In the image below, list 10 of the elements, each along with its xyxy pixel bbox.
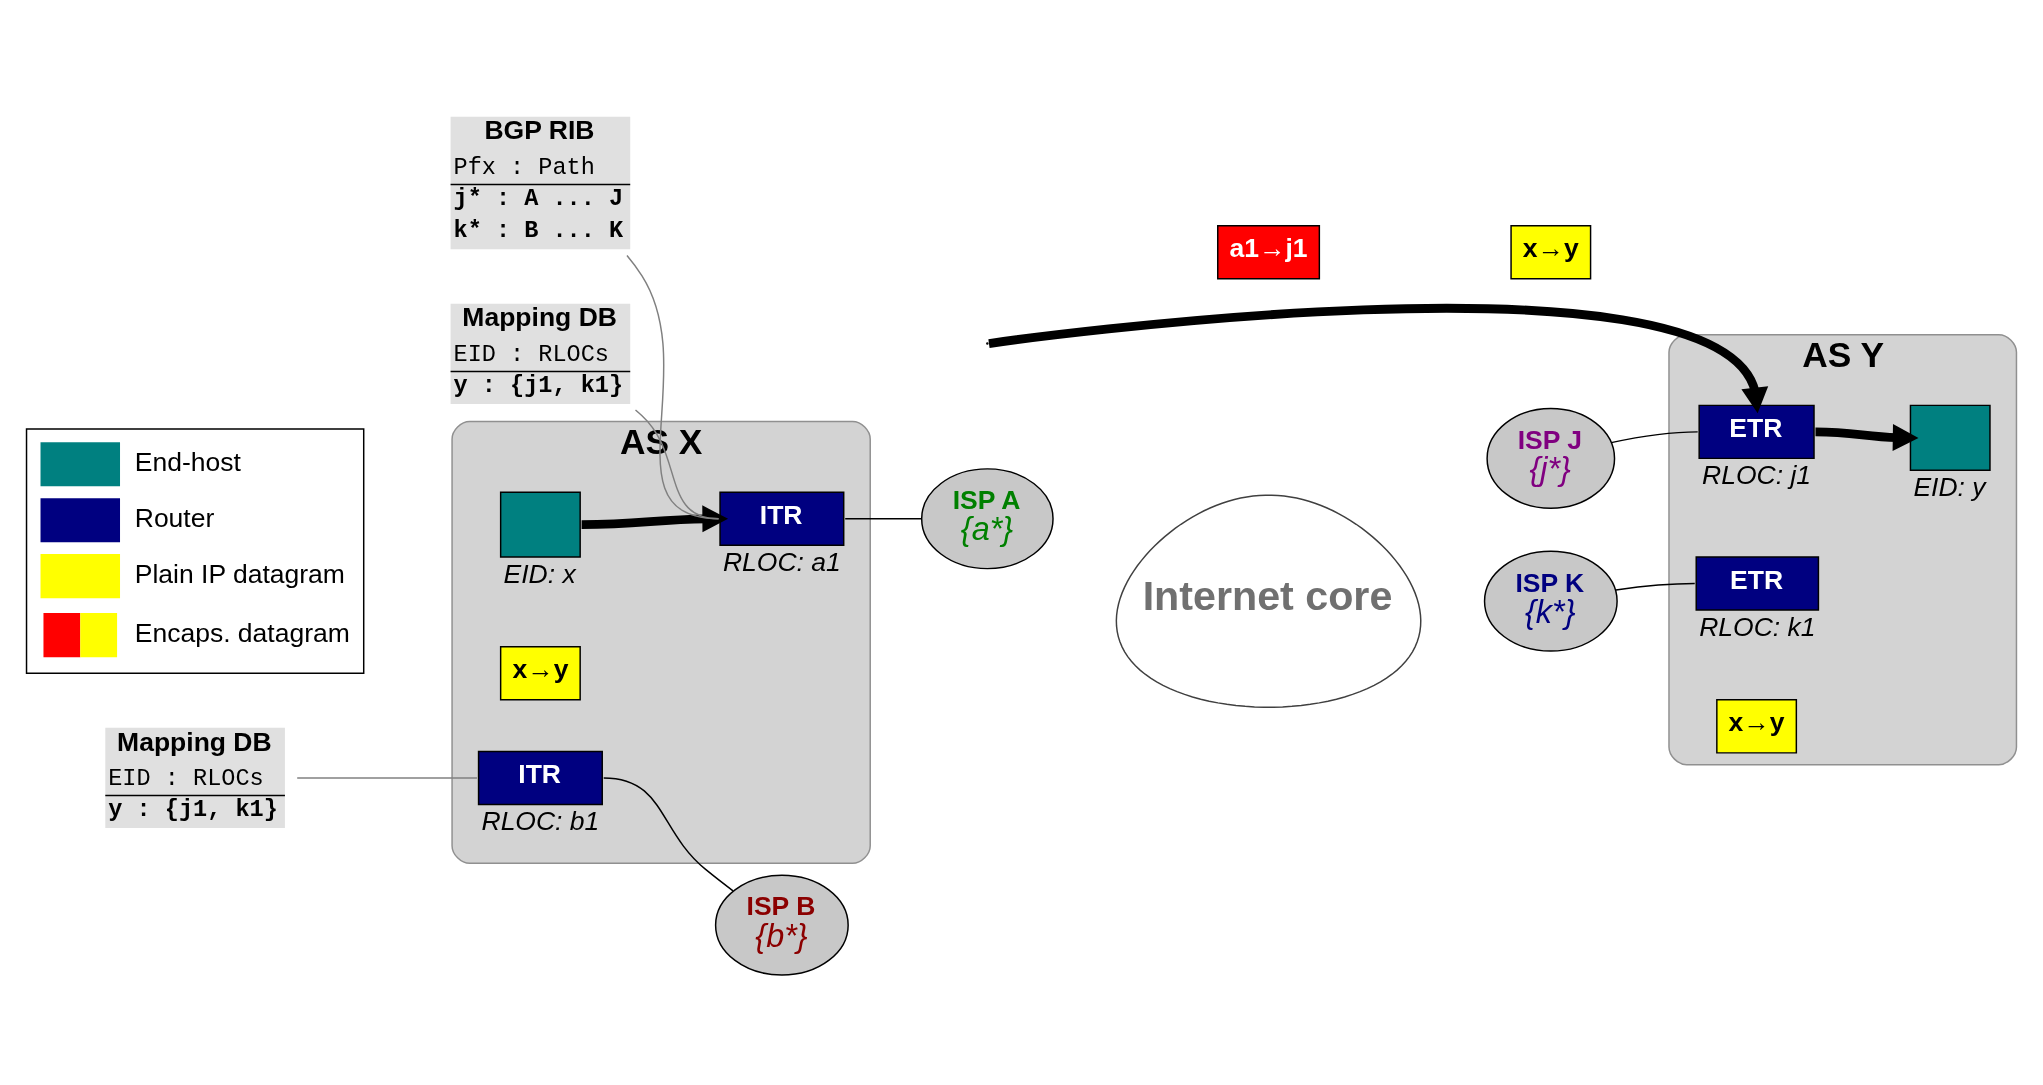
legend-label: Router (134, 502, 215, 533)
legend-label: Encaps. datagram (134, 617, 350, 648)
node-label: RLOC: j1 (1702, 459, 1812, 490)
node-label: EID: x (503, 558, 576, 589)
node-label: RLOC: a1 (722, 546, 841, 577)
legend-label: End-host (134, 446, 241, 477)
node-label: RLOC: k1 (1699, 611, 1816, 642)
legend-label: Plain IP datagram (134, 558, 345, 589)
node-label: RLOC: b1 (481, 805, 600, 836)
node-label: EID: y (1913, 471, 1986, 502)
